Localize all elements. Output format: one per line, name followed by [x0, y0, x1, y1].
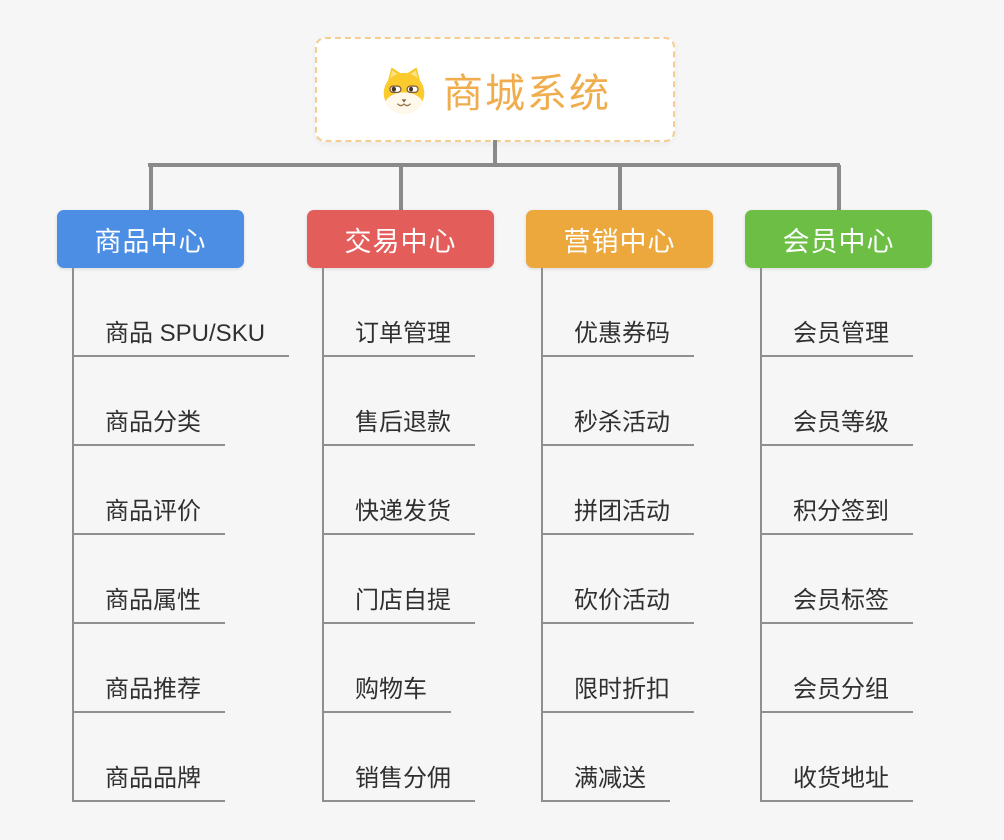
leaf-item-member-center-5[interactable]: 收货地址: [760, 713, 985, 802]
leaf-item-label: 商品品牌: [72, 758, 225, 802]
leaf-item-member-center-3[interactable]: 会员标签: [760, 535, 985, 624]
leaf-item-label: 快递发货: [322, 491, 475, 535]
branch-list-product-center: 商品 SPU/SKU 商品分类商品评价商品属性商品推荐商品品牌: [57, 268, 297, 802]
connector-drop-member-center: [836, 165, 841, 210]
branch-trade-center: 交易中心订单管理售后退款快递发货门店自提购物车销售分佣: [307, 210, 547, 802]
leaf-item-member-center-2[interactable]: 积分签到: [760, 446, 985, 535]
leaf-item-label: 积分签到: [760, 491, 913, 535]
leaf-item-label: 砍价活动: [541, 580, 694, 624]
leaf-item-product-center-2[interactable]: 商品评价: [72, 446, 297, 535]
leaf-item-label: 会员管理: [760, 313, 913, 357]
leaf-item-label: 会员分组: [760, 669, 913, 713]
leaf-item-product-center-3[interactable]: 商品属性: [72, 535, 297, 624]
leaf-item-label: 优惠券码: [541, 313, 694, 357]
leaf-item-marketing-center-2[interactable]: 拼团活动: [541, 446, 766, 535]
leaf-item-trade-center-4[interactable]: 购物车: [322, 624, 547, 713]
leaf-item-label: 售后退款: [322, 402, 475, 446]
leaf-item-trade-center-3[interactable]: 门店自提: [322, 535, 547, 624]
branch-header-trade-center[interactable]: 交易中心: [307, 210, 494, 268]
leaf-item-label: 商品属性: [72, 580, 225, 624]
leaf-item-marketing-center-5[interactable]: 满减送: [541, 713, 766, 802]
leaf-item-product-center-4[interactable]: 商品推荐: [72, 624, 297, 713]
leaf-item-label: 订单管理: [322, 313, 475, 357]
leaf-item-marketing-center-1[interactable]: 秒杀活动: [541, 357, 766, 446]
leaf-item-marketing-center-4[interactable]: 限时折扣: [541, 624, 766, 713]
leaf-item-member-center-1[interactable]: 会员等级: [760, 357, 985, 446]
connector-drop-trade-center: [398, 165, 403, 210]
root-node[interactable]: 商城系统: [315, 37, 675, 142]
leaf-item-product-center-1[interactable]: 商品分类: [72, 357, 297, 446]
leaf-item-product-center-0[interactable]: 商品 SPU/SKU: [72, 268, 297, 357]
connector-rail-product-center: [72, 268, 74, 802]
root-title: 商城系统: [443, 71, 611, 116]
leaf-item-marketing-center-3[interactable]: 砍价活动: [541, 535, 766, 624]
leaf-item-label: 拼团活动: [541, 491, 694, 535]
leaf-item-trade-center-2[interactable]: 快递发货: [322, 446, 547, 535]
branch-list-trade-center: 订单管理售后退款快递发货门店自提购物车销售分佣: [307, 268, 547, 802]
branch-header-member-center[interactable]: 会员中心: [745, 210, 932, 268]
leaf-item-label: 会员等级: [760, 402, 913, 446]
branch-header-marketing-center[interactable]: 营销中心: [526, 210, 713, 268]
leaf-item-product-center-5[interactable]: 商品品牌: [72, 713, 297, 802]
connector-drop-marketing-center: [617, 165, 622, 210]
leaf-item-label: 商品推荐: [72, 669, 225, 713]
leaf-item-label: 购物车: [322, 669, 451, 713]
leaf-item-label: 商品 SPU/SKU: [72, 313, 290, 357]
leaf-item-trade-center-0[interactable]: 订单管理: [322, 268, 547, 357]
leaf-item-trade-center-1[interactable]: 售后退款: [322, 357, 547, 446]
branch-marketing-center: 营销中心优惠券码秒杀活动拼团活动砍价活动限时折扣满减送: [526, 210, 766, 802]
leaf-item-label: 销售分佣: [322, 758, 475, 802]
connector-root-stem: [493, 140, 497, 167]
leaf-item-label: 商品评价: [72, 491, 225, 535]
leaf-item-marketing-center-0[interactable]: 优惠券码: [541, 268, 766, 357]
connector-drop-product-center: [148, 165, 153, 210]
branch-list-marketing-center: 优惠券码秒杀活动拼团活动砍价活动限时折扣满减送: [526, 268, 766, 802]
leaf-item-member-center-0[interactable]: 会员管理: [760, 268, 985, 357]
leaf-item-label: 商品分类: [72, 402, 225, 446]
branch-list-member-center: 会员管理会员等级积分签到会员标签会员分组收货地址: [745, 268, 985, 802]
leaf-item-label: 秒杀活动: [541, 402, 694, 446]
leaf-item-trade-center-5[interactable]: 销售分佣: [322, 713, 547, 802]
branch-header-product-center[interactable]: 商品中心: [57, 210, 244, 268]
leaf-item-label: 会员标签: [760, 580, 913, 624]
leaf-item-label: 门店自提: [322, 580, 475, 624]
leaf-item-label: 满减送: [541, 758, 670, 802]
connector-bus: [148, 163, 840, 167]
connector-rail-member-center: [760, 268, 762, 802]
leaf-item-label: 限时折扣: [541, 669, 694, 713]
leaf-item-label: 收货地址: [760, 758, 913, 802]
leaf-item-member-center-4[interactable]: 会员分组: [760, 624, 985, 713]
branch-member-center: 会员中心会员管理会员等级积分签到会员标签会员分组收货地址: [745, 210, 985, 802]
dog-face-icon: [379, 65, 429, 115]
connector-rail-trade-center: [322, 268, 324, 802]
connector-rail-marketing-center: [541, 268, 543, 802]
branch-product-center: 商品中心商品 SPU/SKU 商品分类商品评价商品属性商品推荐商品品牌: [57, 210, 297, 802]
